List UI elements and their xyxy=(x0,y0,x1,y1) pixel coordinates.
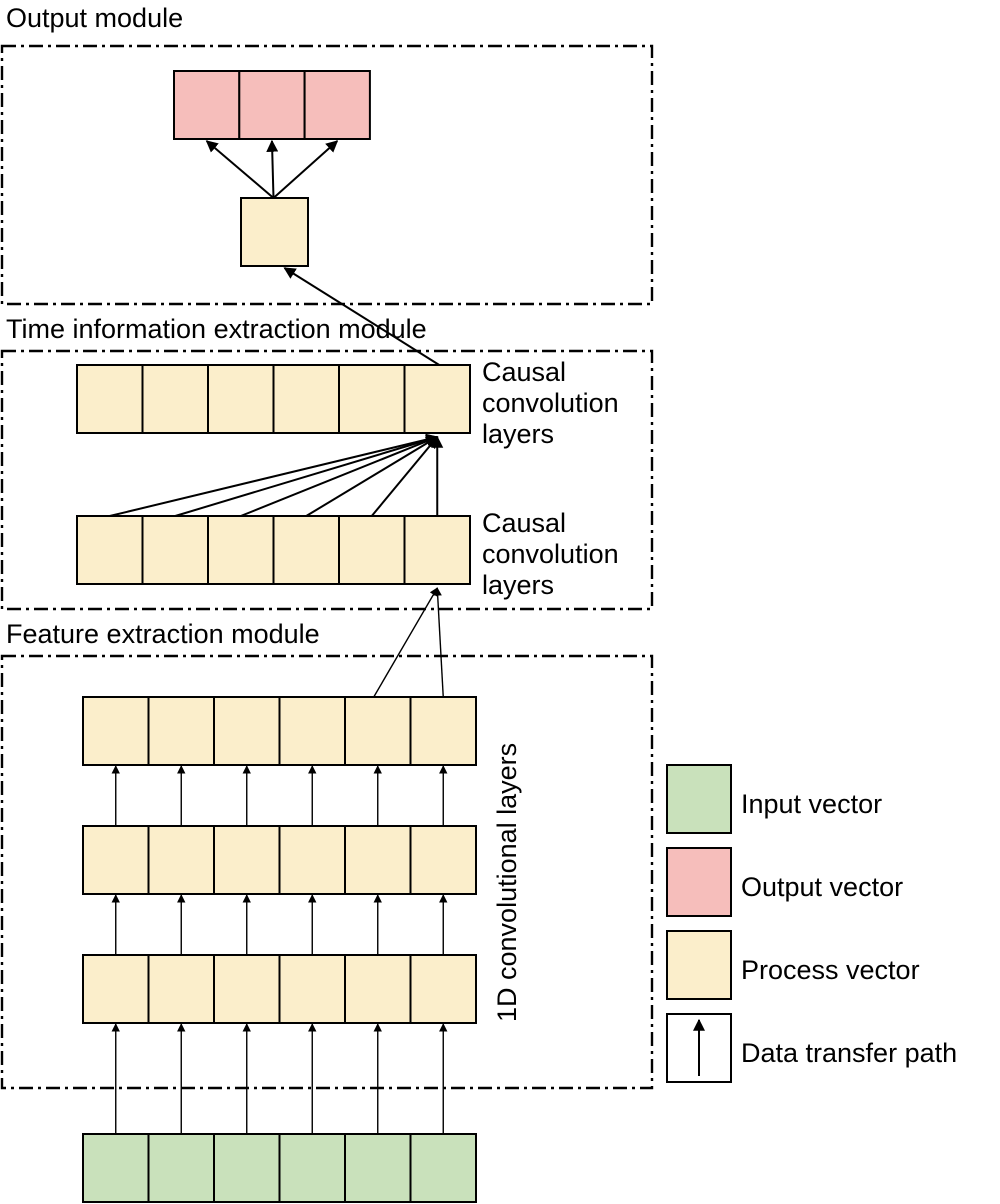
process-vector-cell xyxy=(82,696,150,766)
output-vector-cell xyxy=(173,70,241,140)
conv1d-layer-middle-row xyxy=(82,825,477,895)
process-vector-cell xyxy=(344,825,412,895)
process-vector-cell xyxy=(272,364,340,434)
process-vector-cell xyxy=(147,696,215,766)
legend-process-swatch xyxy=(666,930,732,1000)
process-vector-cell xyxy=(207,364,275,434)
legend-output-label: Output vector xyxy=(741,872,903,902)
legend-input-label: Input vector xyxy=(741,789,882,819)
data-transfer-arrow xyxy=(370,436,439,517)
data-transfer-arrow xyxy=(205,140,275,199)
time-module-frame xyxy=(0,349,654,611)
data-transfer-arrow xyxy=(283,267,440,366)
conv1d-layer-bottom-row xyxy=(82,954,477,1024)
process-vector-cell xyxy=(82,954,150,1024)
process-vector-cell xyxy=(272,515,340,585)
legend-input-swatch xyxy=(666,764,732,834)
data-transfer-arrow xyxy=(373,587,438,698)
conv1d-layer-top-row xyxy=(82,696,477,766)
process-vector-cell xyxy=(141,515,209,585)
data-transfer-paths xyxy=(109,139,448,1134)
data-transfer-arrow xyxy=(109,433,439,517)
process-vector-cell xyxy=(207,515,275,585)
process-vector-cell xyxy=(213,954,281,1024)
legend-output-swatch xyxy=(666,847,732,917)
process-vector-cell xyxy=(403,515,471,585)
causal-layer-upper-row xyxy=(76,364,471,434)
input-vector-cell xyxy=(82,1133,150,1203)
process-vector-cell xyxy=(76,364,144,434)
feature-module-frame xyxy=(0,654,654,1090)
output-vector-cell xyxy=(303,70,371,140)
causal-lower-label-line: layers xyxy=(482,570,554,600)
conv1d-label: 1D convolutional layers xyxy=(492,743,522,1022)
process-vector-cell xyxy=(82,825,150,895)
time-module-title: Time information extraction module xyxy=(6,314,427,344)
input-vector-cell xyxy=(409,1133,477,1203)
legend-path-label: Data transfer path xyxy=(741,1038,957,1068)
data-transfer-arrow xyxy=(433,587,444,698)
output-module-title: Output module xyxy=(6,3,183,33)
input-vector-cell xyxy=(344,1133,412,1203)
input-vector-cell xyxy=(278,1133,346,1203)
output-module-frame xyxy=(0,44,654,306)
process-vector-cell xyxy=(338,515,406,585)
process-vector-cell xyxy=(344,696,412,766)
input-vector-cell xyxy=(213,1133,281,1203)
process-vector-cell xyxy=(409,825,477,895)
process-vector-cell xyxy=(278,825,346,895)
process-vector-cell xyxy=(278,954,346,1024)
causal-upper-label-line: layers xyxy=(482,419,554,449)
single-process-vector xyxy=(240,197,309,267)
data-transfer-arrow xyxy=(266,139,279,199)
process-vector-cell xyxy=(403,364,471,434)
causal-lower-label-line: convolution xyxy=(482,539,619,569)
causal-lower-label-line: Causal xyxy=(482,508,566,538)
causal-upper-label: Causal convolution layers xyxy=(482,357,626,449)
process-vector-cell xyxy=(278,696,346,766)
process-vector-cell xyxy=(147,954,215,1024)
process-vector-cell xyxy=(213,696,281,766)
causal-upper-label-line: convolution xyxy=(482,388,619,418)
input-vector-row xyxy=(82,1133,477,1203)
input-vector-cell xyxy=(147,1133,215,1203)
data-transfer-arrow xyxy=(174,434,439,517)
process-vector-cell xyxy=(409,954,477,1024)
output-vector-row xyxy=(173,70,371,140)
data-transfer-arrow xyxy=(272,140,339,199)
process-vector-cell xyxy=(141,364,209,434)
legend-process-label: Process vector xyxy=(741,955,920,985)
data-transfer-arrow xyxy=(240,435,439,517)
process-vector-cell xyxy=(409,696,477,766)
process-vector-cell xyxy=(344,954,412,1024)
process-vector-cell xyxy=(240,197,309,267)
process-vector-cell xyxy=(147,825,215,895)
data-transfer-arrow xyxy=(305,436,439,517)
output-vector-cell xyxy=(238,70,306,140)
causal-layer-lower-row xyxy=(76,515,471,585)
causal-lower-label: Causal convolution layers xyxy=(482,508,626,600)
process-vector-cell xyxy=(76,515,144,585)
process-vector-cell xyxy=(338,364,406,434)
legend: Input vector Output vector Process vecto… xyxy=(666,764,957,1083)
feature-module-title: Feature extraction module xyxy=(6,619,320,649)
process-vector-cell xyxy=(213,825,281,895)
causal-upper-label-line: Causal xyxy=(482,357,566,387)
